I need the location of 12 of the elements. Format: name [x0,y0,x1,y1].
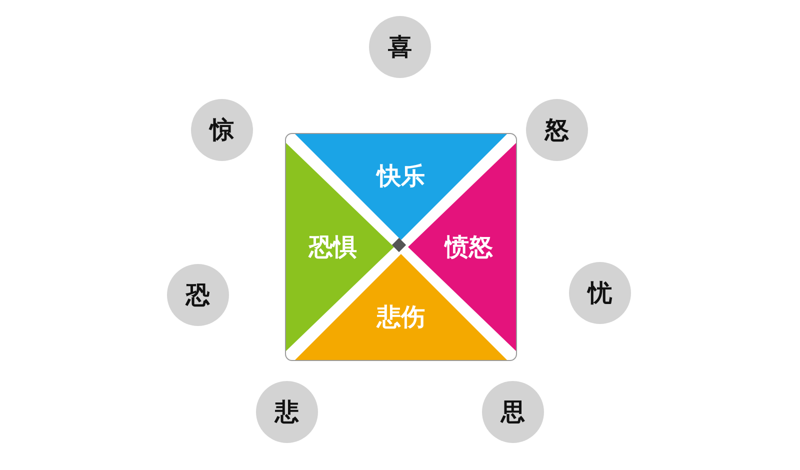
segment-label: 恐惧 [309,232,357,263]
emotion-circle: 恐 [167,264,229,326]
emotion-circle: 悲 [256,381,318,443]
emotion-circle: 怒 [526,99,588,161]
emotion-circle: 思 [482,381,544,443]
segment-label: 快乐 [377,161,425,192]
segment-label: 悲伤 [377,302,425,333]
emotion-circle: 惊 [191,99,253,161]
segment-label: 愤怒 [445,232,493,263]
emotion-circle: 喜 [369,16,431,78]
emotion-circle: 忧 [569,262,631,324]
square-panel [285,133,517,361]
